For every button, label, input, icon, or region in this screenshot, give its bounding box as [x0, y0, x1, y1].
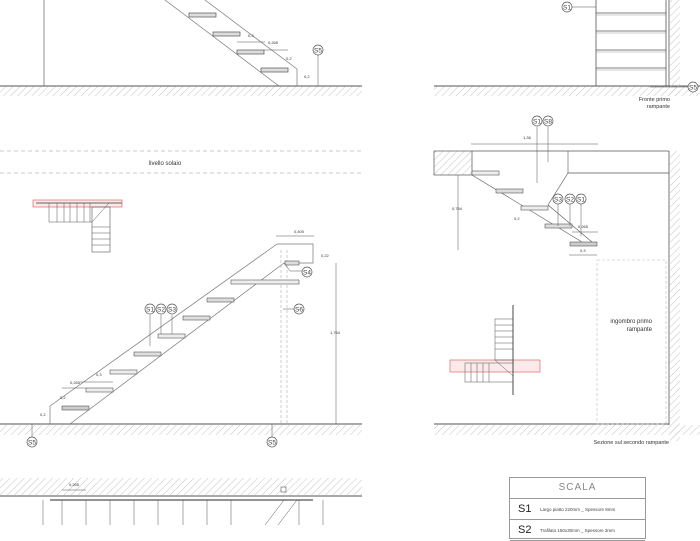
- tag-s1-front: [561, 1, 573, 13]
- legend-code: S1: [518, 503, 532, 515]
- front-view-label-2: rampante: [647, 104, 670, 110]
- floor-level-band: livello solaio: [0, 150, 362, 174]
- section-caption: Sezione sul secondo rampante: [593, 440, 669, 446]
- front-view-first-flight: S1 S5 Fronte primo rampante: [434, 0, 700, 110]
- tag-s8-second: [542, 115, 554, 127]
- second-flight-section: ingombro primo rampante Sezione sul seco…: [433, 115, 700, 446]
- second-step-dim: 0,3: [580, 248, 586, 253]
- svg-text:S5: S5: [28, 440, 36, 447]
- svg-text:S5: S5: [314, 48, 322, 55]
- bottom-tread-dim: 0,265: [69, 482, 80, 487]
- svg-text:S1: S1: [146, 307, 154, 314]
- top-rise-dim-2: 0,2: [304, 74, 310, 79]
- stair-drawing-canvas: 0,265 0,3 0,2 0,2 S5 S1 S5 Fronte primo …: [0, 0, 700, 525]
- tag-s5-top: [312, 44, 324, 56]
- tag-s1-second-b: [575, 193, 587, 205]
- landing-width-dim: 0,400: [294, 229, 305, 234]
- legend-title: SCALA: [510, 478, 645, 499]
- main-rise-dim-1: 0,2: [60, 395, 66, 400]
- mini-plan-first-flight: [32, 199, 123, 253]
- tag-s6-main: [293, 303, 305, 315]
- svg-text:S2: S2: [157, 307, 165, 314]
- second-height-dim: 0,784: [452, 206, 463, 211]
- legend-desc: Trafilato 150x30mm _ Spessore 3mm: [540, 527, 615, 533]
- top-rise-dim-1: 0,2: [286, 56, 292, 61]
- svg-text:S3: S3: [554, 197, 562, 204]
- legend-row: S2 Trafilato 150x30mm _ Spessore 3mm: [510, 520, 645, 541]
- tag-s5-main-left: [26, 436, 38, 448]
- second-width-dim: 1,36: [523, 135, 532, 140]
- svg-text:S1: S1: [577, 197, 585, 204]
- svg-text:S6: S6: [295, 307, 303, 314]
- total-height-dim: 1,764: [330, 330, 341, 335]
- bottom-plan: 0,265: [0, 478, 362, 525]
- svg-text:S5: S5: [268, 440, 276, 447]
- level-label: livello solaio: [149, 161, 182, 167]
- legend-table: SCALA S1 Largo piatto 220mm _ Spessore 8…: [509, 477, 646, 541]
- tag-s3-second: [552, 193, 564, 205]
- svg-text:S5: S5: [689, 85, 697, 92]
- top-tread-dim: 0,265: [268, 40, 279, 45]
- tag-s1-main: [144, 303, 156, 315]
- svg-text:S1: S1: [533, 119, 541, 126]
- tag-s5-front: [687, 81, 699, 93]
- legend-code: S2: [518, 524, 532, 536]
- legend-row: S1 Largo piatto 220mm _ Spessore 8mm: [510, 499, 645, 520]
- tag-s5-main-right: [266, 436, 278, 448]
- footprint-label-2: rampante: [627, 327, 653, 333]
- tag-s1-second: [531, 115, 543, 127]
- svg-text:S1: S1: [563, 5, 571, 12]
- top-step-dim: 0,3: [248, 33, 254, 38]
- main-rise-dim-2: 0,2: [40, 412, 46, 417]
- mini-plan-second-flight: [449, 305, 541, 395]
- svg-text:S8: S8: [544, 119, 552, 126]
- footprint-label-1: ingombro primo: [610, 319, 652, 325]
- front-view-label-1: Fronte primo: [639, 97, 670, 103]
- svg-text:S3: S3: [168, 307, 176, 314]
- tag-s3-main: [166, 303, 178, 315]
- second-rise-dim: 0,2: [514, 216, 520, 221]
- svg-text:S4: S4: [303, 270, 311, 277]
- legend-desc: Largo piatto 220mm _ Spessore 8mm: [540, 506, 616, 512]
- tag-s2-second: [564, 193, 576, 205]
- tag-s2-main: [155, 303, 167, 315]
- tag-s4-main: [301, 266, 313, 278]
- main-step-dim: 0,3: [96, 372, 102, 377]
- second-tread-dim: 0,265: [578, 224, 589, 229]
- svg-text:S2: S2: [566, 197, 574, 204]
- landing-height-dim: 0,22: [321, 253, 330, 258]
- main-tread-dim: 0,265: [70, 380, 81, 385]
- main-elevation: 0,400 0,22 1,764 0,265 0,3 0,2 0,2 S1 S2…: [0, 229, 362, 448]
- top-elevation: 0,265 0,3 0,2 0,2 S5: [0, 0, 362, 96]
